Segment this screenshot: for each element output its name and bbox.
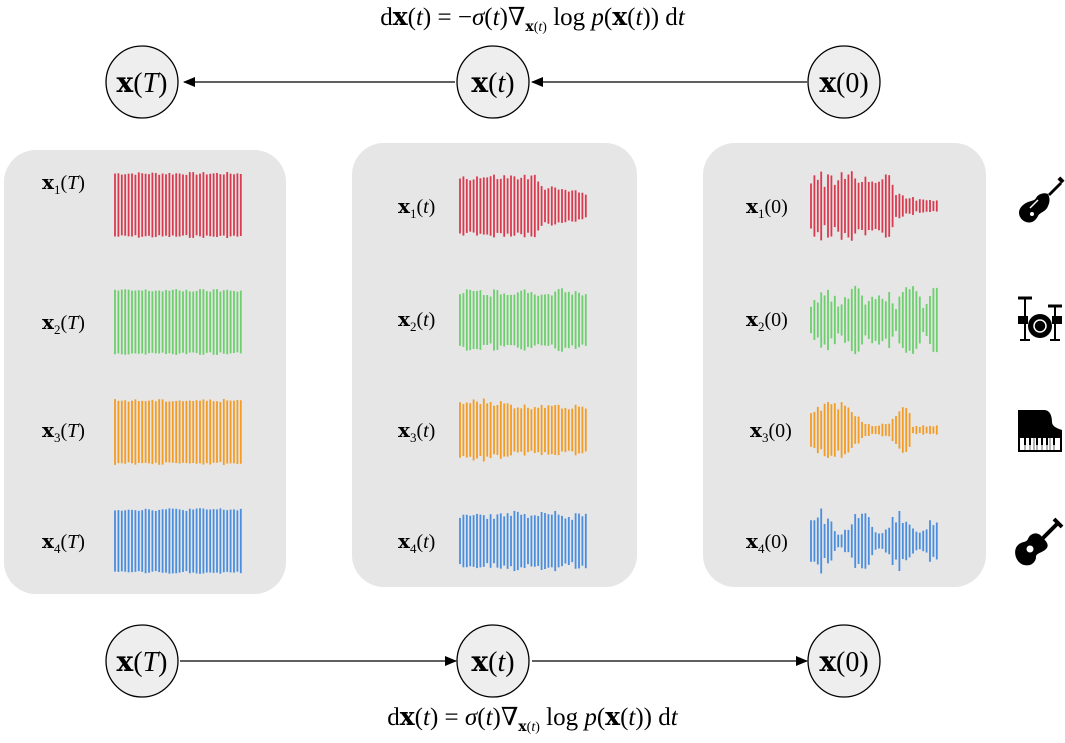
label-x4-t: x4(t) [398, 529, 435, 556]
node-top-0: x(0) [807, 45, 881, 119]
svg-text:x(T): x(T) [117, 645, 168, 678]
label-x4-T: x4(T) [42, 529, 85, 556]
labels-panel-t: x1(t) x2(t) x3(t) x4(t) [398, 194, 435, 556]
node-top-t: x(t) [456, 45, 530, 119]
piano-icon [1018, 410, 1062, 452]
waveforms [114, 171, 938, 574]
svg-text:x(t): x(t) [471, 645, 514, 678]
label-x1-0: x1(0) [746, 194, 788, 221]
reverse-sde-equation: dx(t) = −σ(t)∇x(t) log p(x(t)) dt [380, 2, 685, 35]
label-x2-0: x2(0) [746, 307, 788, 334]
svg-text:x(t): x(t) [471, 66, 514, 99]
label-x3-t: x3(t) [398, 418, 435, 445]
forward-sde-equation: dx(t) = σ(t)∇x(t) log p(x(t)) dt [387, 702, 678, 735]
labels-panel-0: x1(0) x2(0) x3(0) x4(0) [746, 194, 792, 556]
node-bottom-0: x(0) [807, 624, 881, 698]
label-x1-T: x1(T) [42, 170, 85, 197]
svg-text:x(0): x(0) [819, 645, 868, 678]
node-bottom-T: x(T) [105, 624, 179, 698]
label-x1-t: x1(t) [398, 194, 435, 221]
svg-text:x(0): x(0) [819, 66, 868, 99]
label-x3-0: x3(0) [750, 418, 792, 445]
panel-t [352, 143, 637, 587]
panel-T [4, 150, 286, 594]
label-x3-T: x3(T) [42, 418, 85, 445]
electric-guitar-icon [1019, 176, 1065, 223]
label-x4-0: x4(0) [746, 529, 788, 556]
labels-panel-T: x1(T) x2(T) x3(T) x4(T) [42, 170, 85, 556]
node-bottom-t: x(t) [456, 624, 530, 698]
label-x2-T: x2(T) [42, 310, 85, 337]
drums-icon [1018, 296, 1062, 341]
panel-0 [703, 143, 986, 587]
node-top-T: x(T) [105, 45, 179, 119]
svg-text:x(T): x(T) [117, 66, 168, 99]
label-x2-t: x2(t) [398, 307, 435, 334]
acoustic-guitar-icon [1015, 517, 1064, 566]
